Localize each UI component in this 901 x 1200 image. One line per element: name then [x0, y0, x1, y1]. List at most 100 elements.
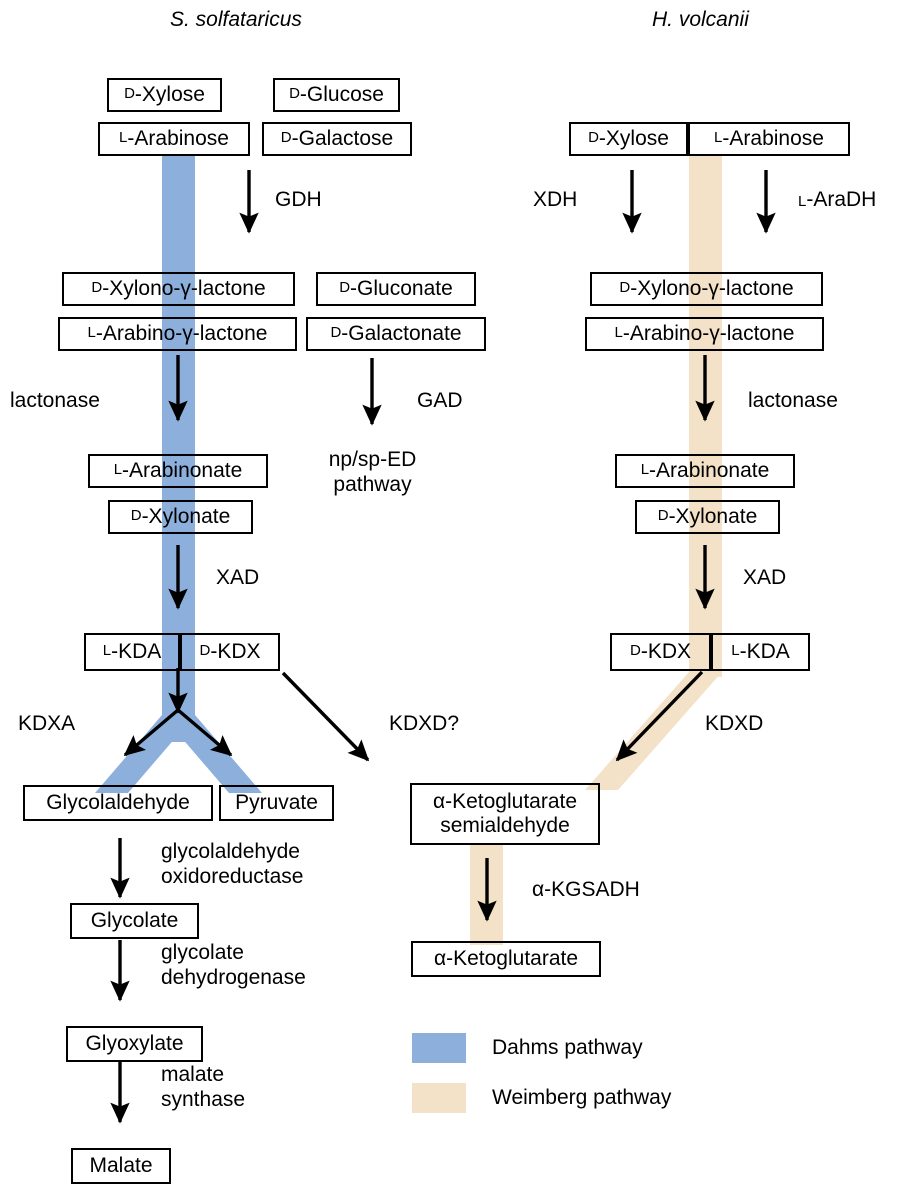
metabolite-label: -KDX [210, 639, 261, 663]
enzyme-label-xdh: XDH [533, 188, 578, 211]
arrow-kdxd-question [281, 671, 370, 762]
enzyme-label-xad-right: XAD [743, 566, 787, 589]
enzyme-label-l-aradh: L-AraDH [798, 188, 876, 213]
stereo-prefix: L [614, 324, 623, 342]
enzyme-label-kdxd: KDXD [705, 712, 764, 735]
arrow-kdxa-fork-left [123, 708, 180, 757]
metabolite-r-l-arabino-gamma-lactone: L-Arabino-γ-lactone [585, 317, 824, 351]
metabolite-r-d-xylonate: D-Xylonate [635, 500, 780, 534]
metabolite-d-xylono-gamma-lactone: D-Xylono-γ-lactone [62, 272, 295, 306]
stereo-prefix: L [113, 461, 123, 479]
stereo-prefix: L [731, 642, 740, 660]
stereo-prefix: D [330, 324, 342, 342]
metabolite-alpha-ketoglutarate: α-Ketoglutarate [411, 941, 601, 977]
enzyme-label-lactonase-left: lactonase [10, 389, 100, 412]
metabolite-alpha-ketoglutarate-semialdehyde: α-Ketoglutarate semialdehyde [410, 783, 600, 845]
metabolite-label: -Arabinonate [122, 458, 243, 482]
page-title-left-organism: S. solfataricus [170, 8, 302, 31]
stereo-prefix: D [91, 279, 103, 297]
metabolite-d-kdx: D-KDX [180, 633, 280, 671]
enzyme-label-glycolate-dehydrogenase: glycolate dehydrogenase [161, 941, 306, 991]
metabolite-label: -Arabino-γ-lactone [95, 321, 268, 345]
metabolite-d-xylose: D-Xylose [107, 78, 222, 112]
metabolite-label: -Galactose [291, 126, 394, 150]
akg-semialdehyde-line2: semialdehyde [440, 814, 570, 837]
metabolite-glycolaldehyde: Glycolaldehyde [23, 785, 213, 821]
metabolite-label: -Arabinose [127, 126, 229, 150]
metabolite-d-glucose: D-Glucose [273, 78, 400, 112]
stereo-prefix: L [640, 461, 650, 479]
stereo-prefix: D [124, 85, 135, 103]
stereo-prefix: D [280, 129, 292, 147]
metabolite-label: Glycolaldehyde [46, 790, 190, 814]
enzyme-label-lactonase-right: lactonase [748, 389, 838, 412]
metabolite-d-galactose: D-Galactose [262, 122, 412, 156]
malate-synthase-line1: malate [161, 1063, 225, 1086]
metabolite-label: Pyruvate [235, 790, 318, 814]
stereo-prefix: D [629, 642, 641, 660]
metabolite-glycolate: Glycolate [70, 903, 199, 939]
metabolite-malate: Malate [71, 1148, 171, 1184]
stereo-prefix: D [339, 279, 351, 297]
page-title-right-organism: H. volcanii [652, 8, 749, 31]
metabolite-l-arabinose: L-Arabinose [98, 122, 250, 156]
stereo-prefix: D [199, 642, 211, 660]
metabolite-r-l-arabinose: L-Arabinose [688, 122, 850, 156]
stereo-prefix: L [102, 642, 112, 660]
terminal-np-sp-ed-pathway: np/sp-ED pathway [325, 448, 420, 498]
glycolaldehyde-ox-line1: glycolaldehyde [161, 840, 300, 863]
metabolite-l-arabino-gamma-lactone: L-Arabino-γ-lactone [58, 317, 297, 351]
metabolite-label: -Arabino-γ-lactone [622, 321, 795, 345]
metabolite-label: -Gluconate [350, 276, 453, 300]
glycolate-dh-line2: dehydrogenase [161, 965, 306, 989]
stereo-prefix: D [619, 279, 631, 297]
arrow-kdxa-fork-right [176, 708, 233, 757]
legend-swatch-weimberg [412, 1083, 466, 1113]
malate-synthase-line2: synthase [161, 1087, 246, 1111]
enzyme-label-kdxd-question: KDXD? [389, 712, 460, 735]
metabolite-label: α-Ketoglutarate [433, 946, 579, 970]
metabolite-pyruvate: Pyruvate [219, 785, 334, 821]
legend-label-weimberg: Weimberg pathway [492, 1086, 672, 1109]
stereo-prefix: L [714, 129, 723, 147]
metabolite-l-kda: L-KDA [84, 633, 180, 671]
metabolite-r-d-kdx: D-KDX [610, 633, 711, 671]
metabolite-label: -Arabinose [722, 126, 824, 150]
metabolite-label: -Xylonate [668, 504, 758, 528]
glycolaldehyde-ox-line2: oxidoreductase [161, 864, 304, 888]
stereo-prefix: D [130, 507, 142, 525]
stereo-prefix: D [588, 129, 599, 147]
metabolite-l-arabinonate: L-Arabinonate [88, 454, 268, 488]
metabolite-r-l-arabinonate: L-Arabinonate [615, 454, 795, 488]
enzyme-label-malate-synthase: malate synthase [161, 1063, 245, 1113]
metabolite-r-d-xylose: D-Xylose [569, 122, 688, 156]
metabolite-label: -Xylonate [141, 504, 231, 528]
metabolite-label: -Galactonate [341, 321, 462, 345]
metabolite-label: -KDA [111, 639, 162, 663]
metabolite-label: -Arabinonate [649, 458, 770, 482]
metabolite-label: -KDA [739, 639, 790, 663]
metabolite-r-l-kda: L-KDA [711, 633, 810, 671]
metabolite-label: Malate [89, 1153, 153, 1177]
stereo-prefix: D [657, 507, 669, 525]
metabolite-label: -Xylono-γ-lactone [102, 276, 266, 300]
enzyme-label-gdh: GDH [275, 188, 322, 211]
legend-swatch-dahms [412, 1033, 466, 1063]
metabolite-label: -Glucose [299, 82, 384, 106]
metabolite-label: -KDX [640, 639, 692, 663]
l-aradh-label: -AraDH [806, 188, 877, 211]
metabolite-d-galactonate: D-Galactonate [306, 317, 486, 351]
stereo-prefix: L [87, 324, 96, 342]
enzyme-label-alpha-kgsadh: α-KGSADH [532, 878, 640, 901]
metabolite-label: Glyoxylate [85, 1031, 184, 1055]
metabolite-label: -Xylono-γ-lactone [630, 276, 794, 300]
arrow-kdxd [615, 670, 704, 762]
np-sp-ed-line1: np/sp-ED [328, 448, 417, 471]
metabolite-r-d-xylono-gamma-lactone: D-Xylono-γ-lactone [590, 272, 823, 306]
metabolite-label: -Xylose [598, 126, 669, 150]
akg-semialdehyde-line1: α-Ketoglutarate [432, 790, 578, 814]
enzyme-label-xad-left: XAD [216, 566, 260, 589]
enzyme-label-gad: GAD [417, 389, 463, 412]
